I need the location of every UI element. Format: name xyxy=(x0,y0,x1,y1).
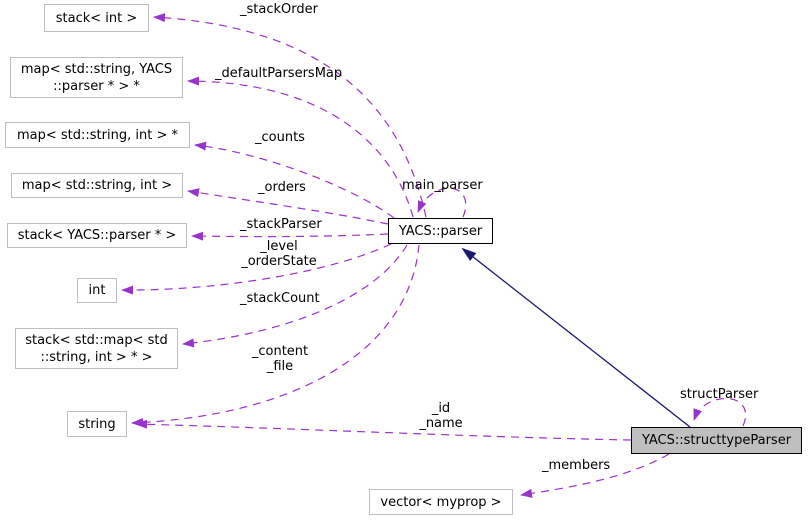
node-stack-yacs-parser-ptr: stack< YACS::parser * > xyxy=(7,223,187,248)
node-yacs-structtypeparser[interactable]: YACS::structtypeParser xyxy=(631,427,802,454)
edge-label-default-parsers-map: _defaultParsersMap xyxy=(215,66,343,81)
edge-id-name xyxy=(135,419,632,441)
edge-label-stack-parser: _stackParser xyxy=(240,217,322,232)
edge-label-members: _members xyxy=(542,458,611,473)
node-stack-map-string-int-ptr: stack< std::map< std ::string, int > * > xyxy=(15,328,178,369)
edge-label-level-order-state: _level _orderState xyxy=(241,239,317,269)
node-vector-myprop: vector< myprop > xyxy=(369,489,513,515)
edge-label-stack-order: _stackOrder xyxy=(240,2,318,17)
edge-inheritance xyxy=(461,247,691,428)
node-map-string-int: map< std::string, int > xyxy=(11,173,183,198)
edge-label-id-name: _id _name xyxy=(419,401,463,431)
edge-label-orders: _orders xyxy=(258,180,306,195)
node-map-string-int-ptr: map< std::string, int > * xyxy=(5,122,190,148)
edge-level-order-state xyxy=(121,243,392,295)
edge-stack-order xyxy=(153,13,427,218)
node-stack-int: stack< int > xyxy=(44,4,149,32)
edge-label-content-file: _content _file xyxy=(251,344,309,374)
edge-orders xyxy=(187,188,389,225)
edge-label-main-parser: main_parser xyxy=(402,178,483,193)
edge-label-counts: _counts xyxy=(255,130,305,145)
edge-main-parser-self-loop xyxy=(417,187,467,218)
edge-content-file xyxy=(131,244,420,428)
node-string: string xyxy=(67,411,127,437)
node-yacs-parser[interactable]: YACS::parser xyxy=(388,218,493,244)
edge-label-stack-count: _stackCount xyxy=(240,291,320,306)
edge-default-parsers-map xyxy=(187,76,414,218)
edge-label-struct-parser: structParser xyxy=(680,387,759,402)
edge-struct-parser-self-loop xyxy=(693,397,747,427)
edge-stack-count xyxy=(182,244,408,348)
edge-stack-parser xyxy=(191,231,389,241)
node-map-string-yacs-parser-ptr: map< std::string, YACS ::parser * > * xyxy=(10,57,183,98)
node-int: int xyxy=(77,278,117,303)
edge-members xyxy=(520,453,670,498)
